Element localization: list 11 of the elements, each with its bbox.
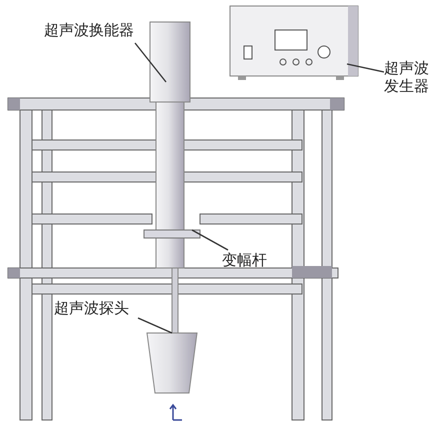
leader-line <box>134 42 166 82</box>
part-label: 超声波发生器 <box>384 60 432 96</box>
leader-line <box>192 229 228 251</box>
part-label: 超声波换能器 <box>44 22 134 40</box>
part-label: 变幅杆 <box>222 252 267 270</box>
horn-flange <box>144 230 200 238</box>
probe-cup <box>146 332 198 394</box>
generator-device <box>230 6 358 80</box>
transducer-cylinder <box>150 22 190 102</box>
leader-line <box>346 63 384 73</box>
part-label: 超声波探头 <box>54 300 129 318</box>
